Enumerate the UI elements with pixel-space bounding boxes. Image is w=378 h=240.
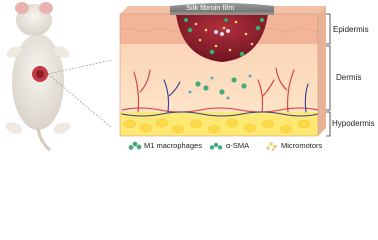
macrophage-legend-icon xyxy=(128,141,142,150)
wound-cavity xyxy=(176,14,268,62)
skin-block xyxy=(119,3,326,137)
dermis-label: Dermis xyxy=(336,73,362,82)
legend-micromotors: Micromotors xyxy=(281,141,323,150)
alpha-sma-markers xyxy=(188,74,252,100)
legend-sma: α-SMA xyxy=(226,141,250,150)
rat-illustration xyxy=(5,2,113,152)
cell-label-line2: proliferation xyxy=(218,41,237,46)
artery-vessels xyxy=(121,67,319,113)
film-label: Silk fibroin film xyxy=(186,3,235,12)
macrophage-cluster xyxy=(183,17,265,57)
micromotor-legend-icon xyxy=(266,142,277,151)
cell-label-line1: Cell xyxy=(224,38,231,42)
vein-vessels xyxy=(121,79,319,117)
sma-legend-icon xyxy=(209,142,223,150)
epidermis-label: Epidermis xyxy=(333,25,369,34)
legend-macrophages: M1 macrophages xyxy=(144,141,202,150)
silk-fibroin-film xyxy=(170,3,274,14)
hypodermis-label: Hypodermis xyxy=(332,119,375,128)
skin-wound-illustration xyxy=(5,2,331,152)
micromotor-cluster xyxy=(194,20,254,52)
layer-brackets xyxy=(326,13,331,137)
cell-proliferation-label: Cell proliferation xyxy=(218,38,237,47)
cell-cluster xyxy=(213,28,231,37)
